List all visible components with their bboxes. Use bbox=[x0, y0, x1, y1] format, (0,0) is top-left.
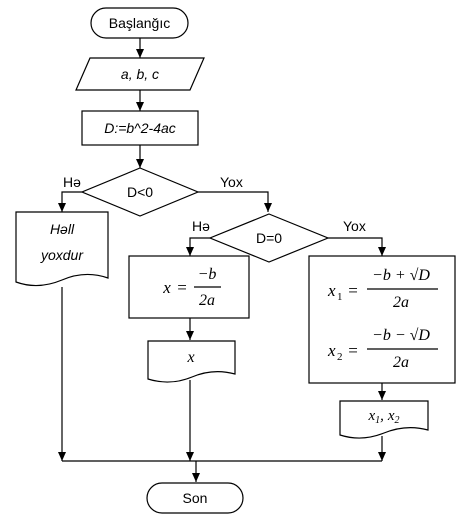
x1-denominator: 2a bbox=[393, 294, 409, 311]
output2-label: x1,x2 bbox=[367, 408, 399, 426]
x1-var: x bbox=[327, 281, 336, 300]
single-root-block: x = −b 2a bbox=[128, 255, 250, 319]
single-root-numerator: −b bbox=[198, 266, 217, 283]
output-x1-x2-document: x1,x2 bbox=[339, 400, 429, 439]
x1-numerator: −b + √D bbox=[372, 267, 430, 284]
arrow-decision2-no bbox=[328, 237, 386, 256]
x2-eq: = bbox=[348, 341, 358, 360]
x1-eq: = bbox=[348, 281, 358, 300]
x2-denominator: 2a bbox=[393, 354, 409, 371]
output-x-document: x bbox=[147, 340, 236, 383]
single-root-var: x bbox=[162, 278, 171, 297]
output2-var1: x bbox=[367, 408, 375, 424]
output2-sep: , bbox=[380, 408, 384, 424]
no-solution-line1: Həll bbox=[50, 221, 75, 237]
input-label: a, b, c bbox=[121, 66, 159, 82]
end-shape bbox=[146, 482, 244, 514]
decision2-shape bbox=[208, 213, 330, 263]
decision1-no-label: Yox bbox=[220, 174, 243, 190]
decision1-condition: D<0 bbox=[127, 184, 153, 200]
single-root-shape bbox=[128, 255, 250, 319]
decision-d-equals-zero: D=0 Hə Yox bbox=[192, 213, 366, 263]
two-roots-block: x 1 = −b + √D 2a x 2 = −b − √D 2a bbox=[308, 255, 456, 384]
decision2-condition: D=0 bbox=[256, 230, 282, 246]
x2-sub: 2 bbox=[337, 351, 343, 363]
start-shape bbox=[90, 7, 189, 39]
x2-numerator: −b − √D bbox=[372, 327, 430, 344]
process-block: D:=b^2-4ac bbox=[81, 110, 199, 146]
end-terminator: Son bbox=[146, 482, 244, 514]
no-solution-shape bbox=[15, 211, 109, 287]
output2-sub2: 2 bbox=[395, 415, 400, 426]
output2-shape bbox=[339, 400, 429, 439]
no-solution-document: Həll yoxdur bbox=[15, 211, 109, 287]
decision1-yes-label: Hə bbox=[63, 174, 81, 190]
output1-shape bbox=[147, 340, 236, 383]
decision2-yes-label: Hə bbox=[192, 218, 210, 234]
input-shape bbox=[75, 57, 205, 91]
arrow-decision2-yes bbox=[186, 237, 210, 256]
no-solution-line2: yoxdur bbox=[40, 247, 84, 263]
start-terminator: Başlanğıc bbox=[90, 7, 189, 39]
process-shape bbox=[81, 110, 199, 146]
decision1-shape bbox=[80, 167, 200, 217]
output2-sub1: 1 bbox=[375, 415, 380, 426]
input-block: a, b, c bbox=[75, 57, 205, 91]
start-label: Başlanğıc bbox=[109, 15, 170, 31]
single-root-eq: = bbox=[177, 278, 187, 297]
decision2-no-label: Yox bbox=[343, 218, 366, 234]
process-label: D:=b^2-4ac bbox=[104, 120, 176, 136]
output2-var2: x bbox=[387, 408, 395, 424]
end-label: Son bbox=[183, 490, 208, 506]
single-root-denominator: 2a bbox=[199, 292, 215, 309]
x2-var: x bbox=[327, 341, 336, 360]
decision-d-less-zero: D<0 Hə Yox bbox=[63, 167, 243, 217]
output1-label: x bbox=[186, 349, 194, 366]
arrow-decision1-yes bbox=[58, 191, 82, 212]
x1-sub: 1 bbox=[337, 291, 343, 303]
arrow-decision1-no bbox=[198, 191, 272, 212]
connectors bbox=[58, 38, 386, 482]
two-roots-shape bbox=[308, 255, 456, 384]
